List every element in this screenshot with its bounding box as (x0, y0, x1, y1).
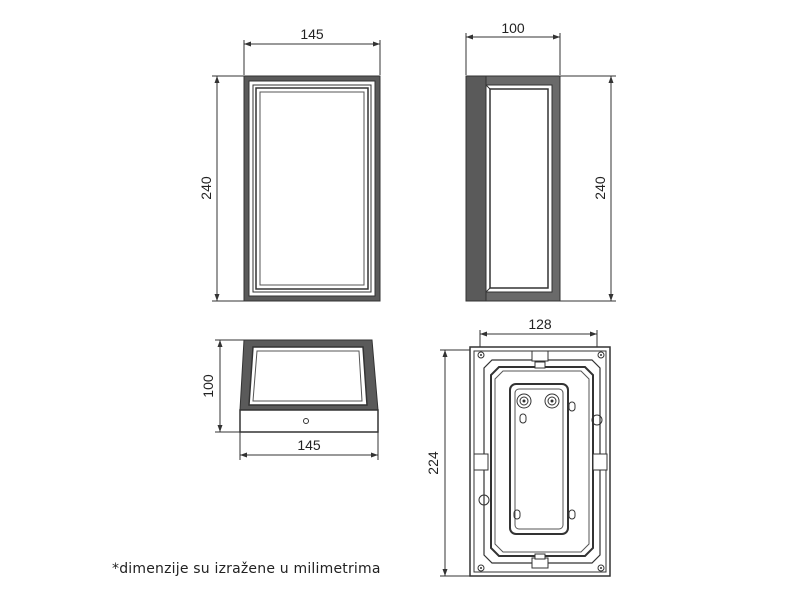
back-width-dimension: 128 (479, 316, 598, 350)
bottom-width-label: 145 (297, 437, 321, 453)
side-view: 100 240 (465, 20, 616, 302)
front-height-dimension: 240 (198, 75, 244, 302)
bottom-height-dimension: 100 (200, 339, 244, 433)
front-width-dimension: 145 (243, 26, 381, 75)
back-height-dimension: 224 (425, 349, 470, 577)
back-width-label: 128 (528, 316, 552, 332)
units-note: *dimenzije su izražene u milimetrima (112, 561, 381, 577)
back-view: 128 224 (425, 316, 611, 577)
side-height-label: 240 (592, 176, 608, 200)
front-height-label: 240 (198, 176, 214, 200)
side-height-dimension: 240 (560, 75, 616, 302)
front-width-label: 145 (300, 26, 324, 42)
bottom-view: 100 145 (200, 339, 379, 460)
bottom-width-dimension: 145 (239, 432, 379, 460)
front-view: 145 240 (198, 26, 381, 302)
side-width-dimension: 100 (465, 20, 561, 75)
bottom-height-label: 100 (200, 374, 216, 398)
back-height-label: 224 (425, 451, 441, 475)
side-width-label: 100 (501, 20, 525, 36)
